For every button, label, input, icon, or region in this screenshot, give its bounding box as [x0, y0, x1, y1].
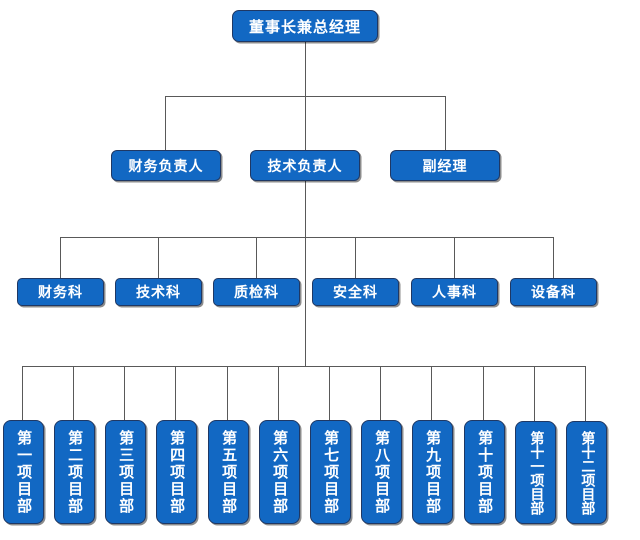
connector-drop-l4-10 [483, 366, 484, 421]
node-chairman-general-manager[interactable]: 董事长兼总经理 [232, 10, 378, 42]
node-equipment-section[interactable]: 设备科 [510, 278, 597, 306]
node-project-dept-2[interactable]: 第二项目部 [54, 420, 95, 524]
connector-drop-l3-5 [454, 237, 455, 278]
connector-drop-l4-12 [585, 366, 586, 421]
node-finance-director[interactable]: 财务负责人 [111, 150, 221, 181]
connector-drop-l3-2 [158, 237, 159, 278]
connector-drop-l3-4 [355, 237, 356, 278]
connector-drop-l4-1 [22, 366, 23, 421]
node-personnel-section[interactable]: 人事科 [411, 278, 498, 306]
connector-drop-l4-11 [534, 366, 535, 421]
node-project-dept-5[interactable]: 第五项目部 [208, 420, 249, 524]
node-project-dept-6[interactable]: 第六项目部 [259, 420, 300, 524]
node-technical-director[interactable]: 技术负责人 [250, 150, 360, 181]
node-project-dept-12[interactable]: 第十二项目部 [566, 421, 607, 524]
node-project-dept-4[interactable]: 第四项目部 [156, 420, 197, 524]
node-finance-section[interactable]: 财务科 [17, 278, 104, 306]
connector-bus-level3 [60, 237, 554, 238]
connector-drop-l4-3 [124, 366, 125, 421]
node-project-dept-10[interactable]: 第十项目部 [464, 420, 505, 524]
node-safety-section[interactable]: 安全科 [312, 278, 399, 306]
connector-drop-l4-5 [227, 366, 228, 421]
node-project-dept-1[interactable]: 第一项目部 [3, 420, 44, 524]
connector-drop-l4-9 [431, 366, 432, 421]
node-technical-section[interactable]: 技术科 [115, 278, 202, 306]
connector-bus-level4 [22, 366, 585, 367]
connector-bus-level2 [165, 96, 446, 97]
connector-drop-l3-6 [553, 237, 554, 278]
connector-drop-l3-3 [256, 237, 257, 278]
node-project-dept-7[interactable]: 第七项目部 [310, 420, 351, 524]
connector-drop-l3-1 [60, 237, 61, 278]
node-project-dept-3[interactable]: 第三项目部 [105, 420, 146, 524]
connector-drop-l4-6 [278, 366, 279, 421]
node-deputy-manager[interactable]: 副经理 [390, 150, 500, 181]
connector-drop-l4-7 [329, 366, 330, 421]
node-project-dept-8[interactable]: 第八项目部 [361, 420, 402, 524]
connector-spine-main [305, 42, 306, 366]
node-project-dept-11[interactable]: 第十一项目部 [515, 421, 556, 524]
connector-drop-l4-4 [175, 366, 176, 421]
connector-drop-l2-1 [165, 96, 166, 150]
node-quality-inspection-section[interactable]: 质检科 [213, 278, 300, 306]
connector-drop-l4-8 [380, 366, 381, 421]
connector-drop-l4-2 [73, 366, 74, 421]
node-project-dept-9[interactable]: 第九项目部 [412, 420, 453, 524]
connector-drop-l2-3 [445, 96, 446, 150]
